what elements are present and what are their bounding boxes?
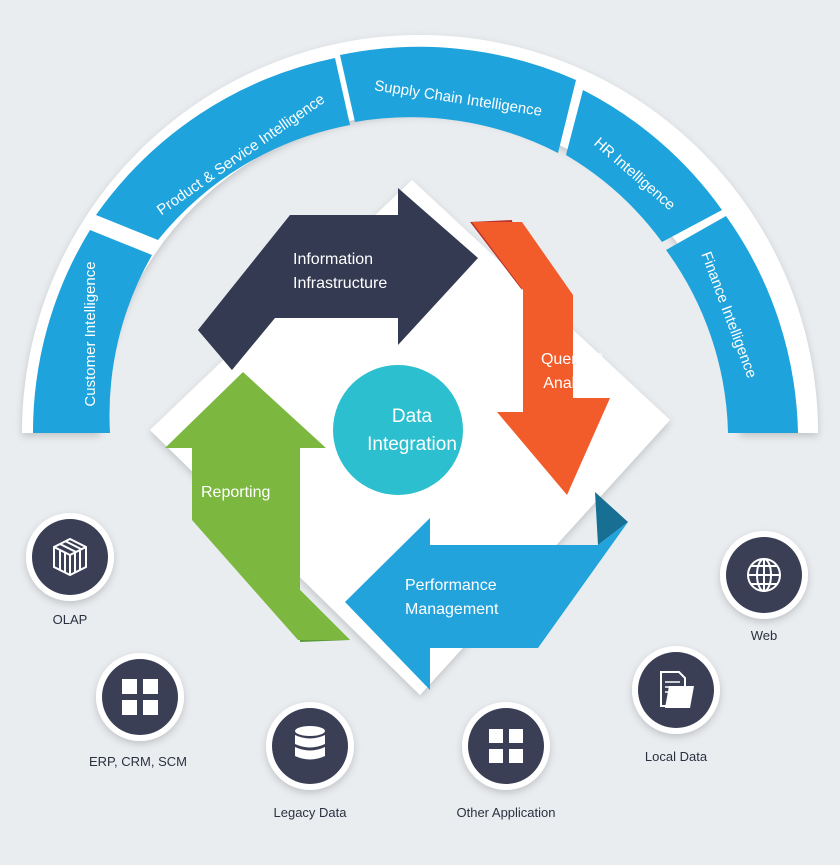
folder-icon (660, 671, 694, 708)
grid-icon (122, 679, 158, 715)
arc-segment-hr (566, 90, 722, 242)
arrow-information-infrastructure: Information Infrastructure (198, 188, 478, 370)
arrow-reporting: Reporting (165, 372, 350, 642)
source-web: Web (720, 531, 808, 643)
flow-label-query-1: Querry & (541, 351, 605, 368)
database-icon (295, 726, 325, 760)
arc-segment-finance (666, 216, 798, 433)
flow-label-information-1: Information (293, 251, 373, 268)
flow-label-performance-1: Performance (405, 577, 497, 594)
flow-label-reporting: Reporting (201, 484, 270, 501)
flow-label-performance-2: Management (405, 601, 499, 618)
source-label-erp: ERP, CRM, SCM (89, 754, 187, 769)
center-label-2: Integration (367, 434, 457, 455)
arc-segment-product (96, 58, 350, 240)
source-olap: OLAP (26, 513, 114, 627)
arc-label-customer: Customer Intelligence (82, 261, 99, 406)
center-label-1: Data (392, 406, 433, 427)
source-other-application: Other Application (456, 702, 556, 820)
source-label-olap: OLAP (53, 612, 88, 627)
source-label-other: Other Application (456, 805, 555, 820)
source-local-data: Local Data (632, 646, 720, 764)
source-label-legacy: Legacy Data (274, 805, 348, 820)
flow-label-query-2: Analysis (543, 375, 603, 392)
flow-label-information-2: Infrastructure (293, 275, 387, 292)
arrow-query-analysis: Querry & Analysis (470, 220, 610, 495)
arc-segment-customer (32, 230, 152, 433)
grid-icon (489, 729, 523, 763)
source-label-local: Local Data (645, 749, 708, 764)
arc-segment-supply (340, 46, 576, 153)
source-erp-crm-scm: ERP, CRM, SCM (89, 653, 187, 769)
globe-icon (747, 558, 781, 592)
cube-icon (53, 537, 87, 577)
source-label-web: Web (751, 628, 778, 643)
arrow-performance-management: Performance Management (345, 492, 628, 690)
source-legacy-data: Legacy Data (266, 702, 354, 820)
center-data-integration: Data Integration (333, 365, 463, 495)
